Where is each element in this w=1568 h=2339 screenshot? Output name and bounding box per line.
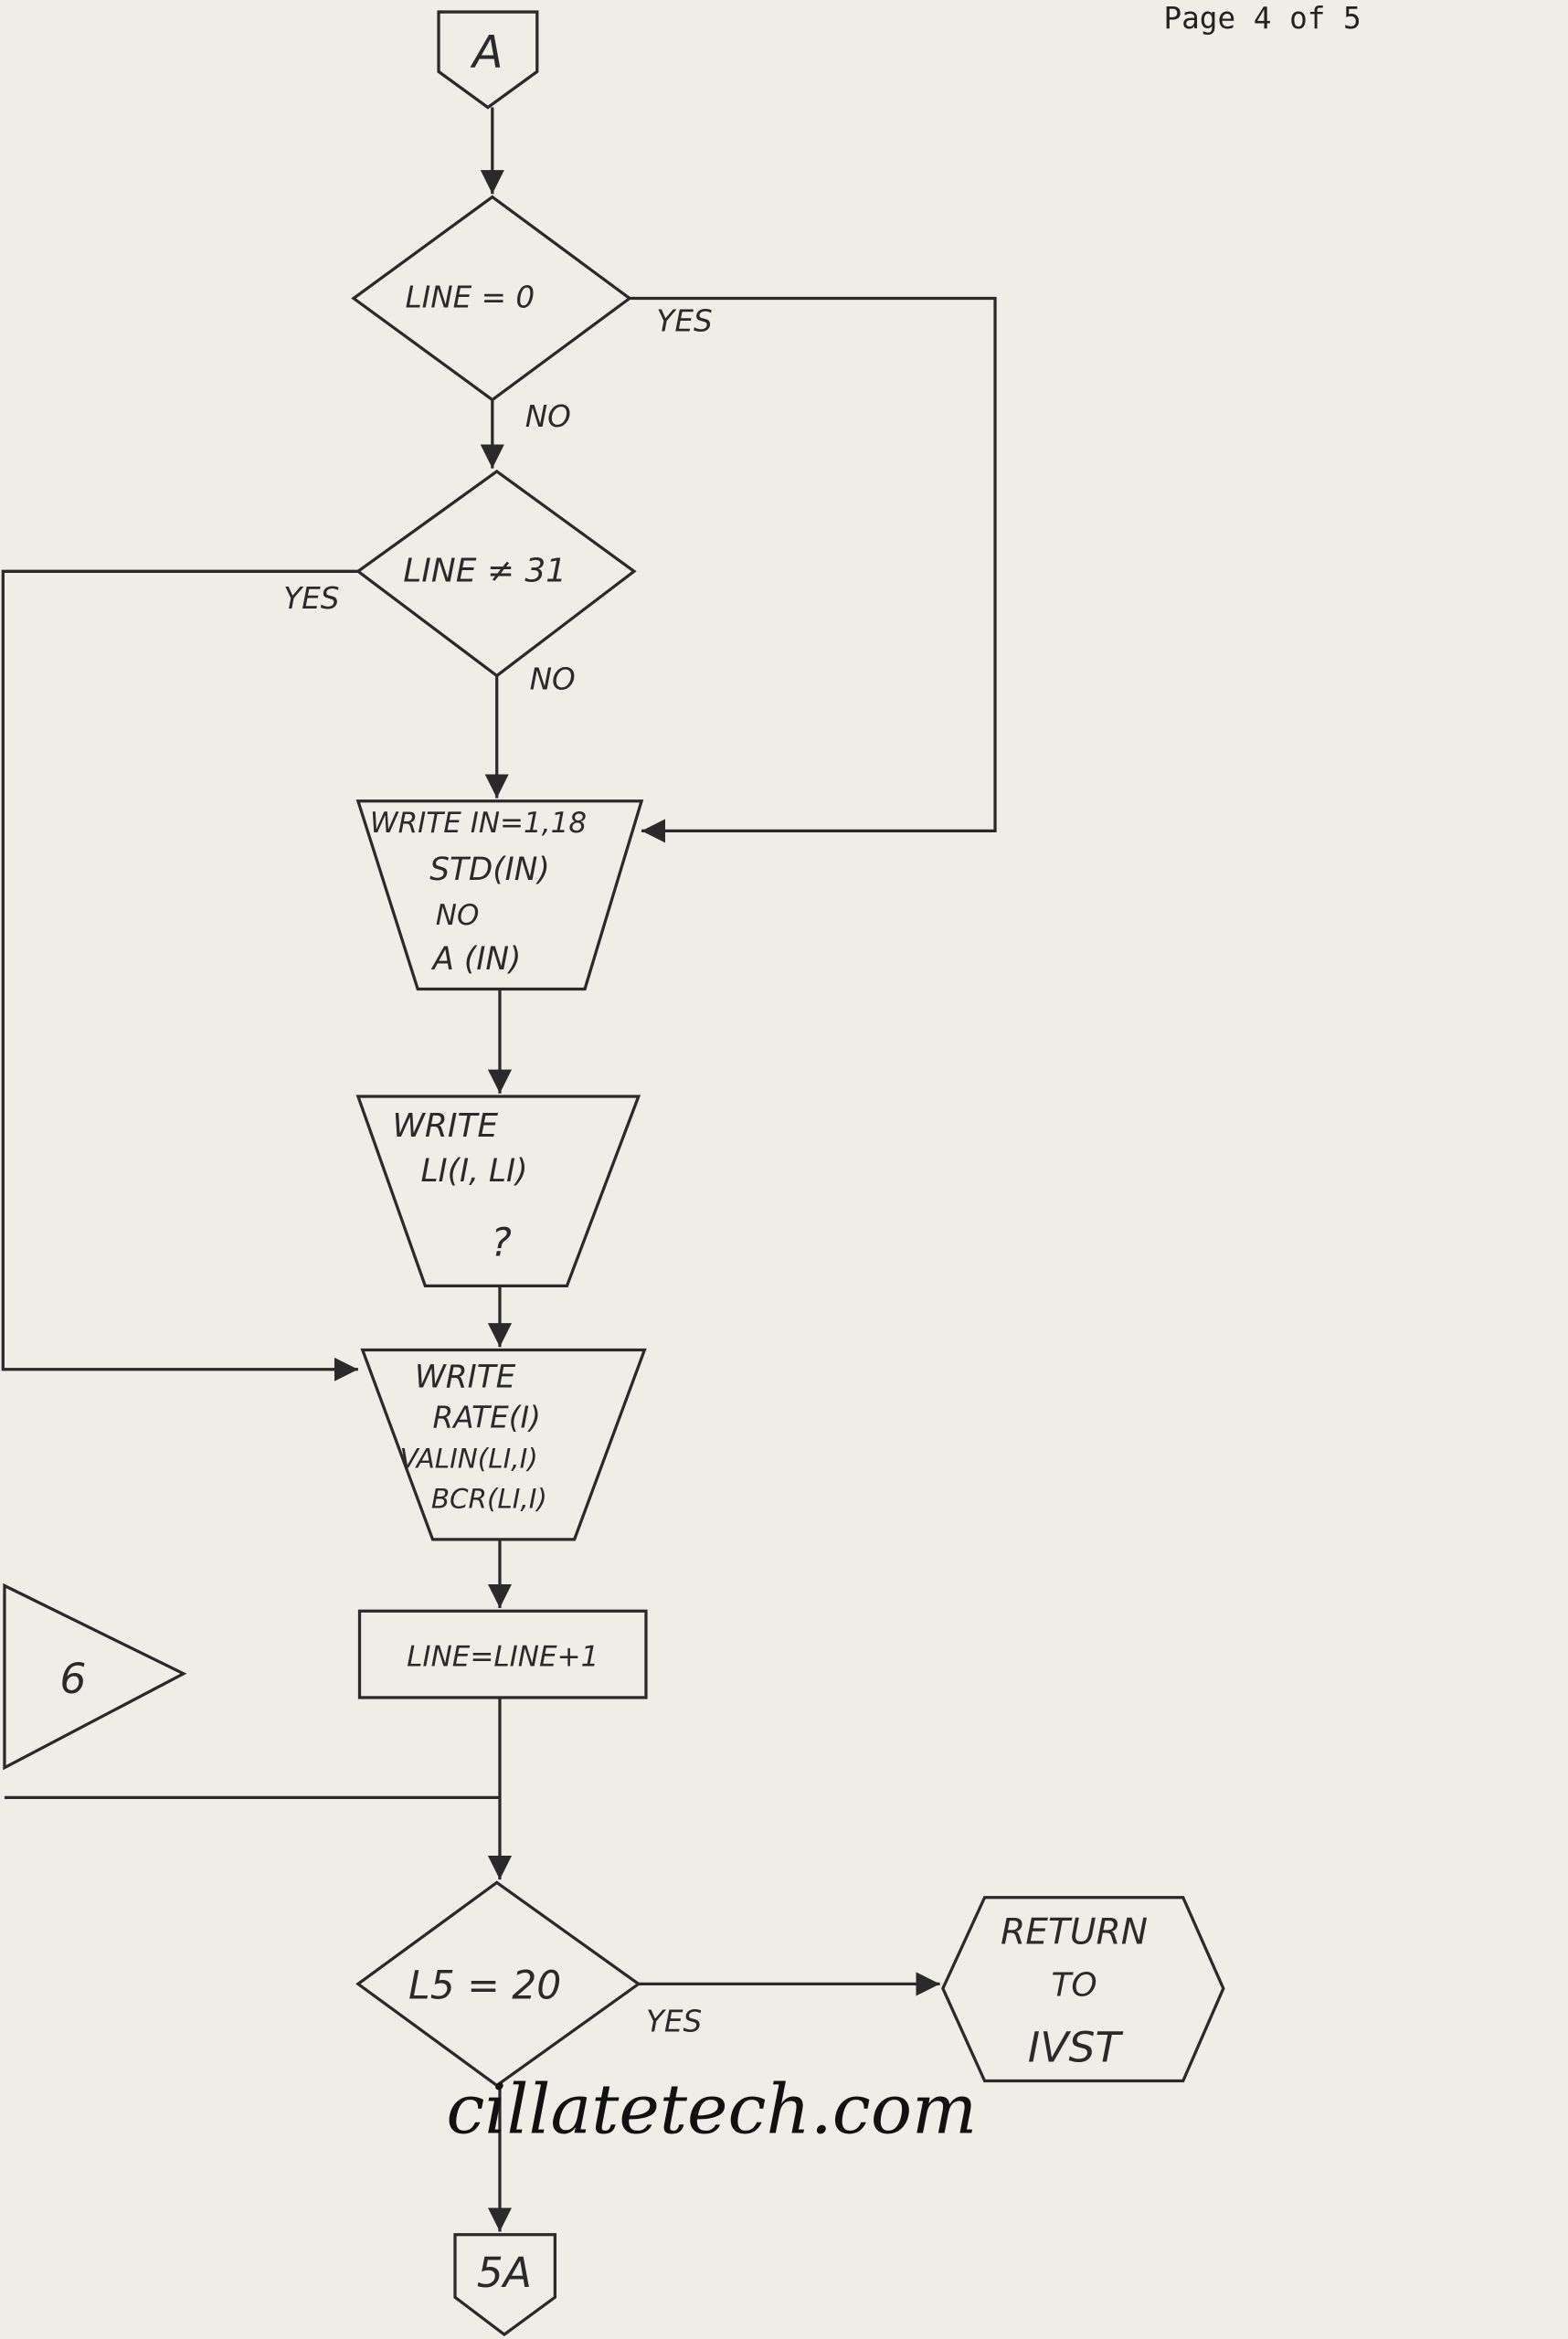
write-li-output: WRITE LI(I, LI) ?: [355, 1095, 641, 1287]
yes-path-1: [630, 296, 997, 843]
page-indicator: Page 4 of 5: [1164, 1, 1361, 36]
write-std-output: WRITE IN=1,18 STD(IN) NO A (IN): [355, 799, 644, 991]
watermark: cillatetech.com: [446, 2069, 977, 2150]
output-3-line: RATE(I): [433, 1400, 541, 1434]
terminal-line: RETURN: [1001, 1911, 1148, 1953]
output-1-line: A (IN): [431, 941, 522, 978]
output-1-line: STD(IN): [429, 852, 550, 888]
output-1-line: NO: [436, 899, 480, 932]
decision-line-not-31: LINE ≠ 31: [355, 469, 637, 678]
output-2-line: ?: [491, 1222, 512, 1266]
offpage-connector-label: 6: [59, 1655, 86, 1703]
decision-l5-20: L5 = 20: [355, 1880, 641, 2088]
decision-line-zero: LINE = 0: [351, 195, 632, 402]
yes-path-2: [1, 569, 358, 1381]
output-1-line: WRITE IN=1,18: [370, 807, 587, 840]
decision-1-no: NO: [525, 399, 571, 434]
decision-2-text: LINE ≠ 31: [403, 553, 567, 590]
terminal-line: IVST: [1028, 2023, 1124, 2071]
write-rate-output: WRITE RATE(I) VALIN(LI,I) BCR(LI,I): [360, 1348, 647, 1541]
decision-3-yes: YES: [646, 2005, 702, 2039]
return-to-ivst-terminal: RETURN TO IVST: [941, 1896, 1225, 2083]
decision-1-yes: YES: [656, 303, 712, 338]
decision-2-no: NO: [530, 661, 576, 696]
output-3-line: BCR(LI,I): [431, 1484, 547, 1515]
decision-1-text: LINE = 0: [405, 280, 535, 314]
output-2-line: LI(I, LI): [420, 1153, 527, 1190]
output-2-line: WRITE: [392, 1107, 498, 1145]
entry-connector: A: [437, 10, 539, 110]
decision-2-yes: YES: [283, 581, 339, 616]
offpage-connector-6: 6: [3, 1582, 187, 1771]
process-1-text: LINE=LINE+1: [407, 1641, 599, 1674]
increment-line-process: LINE=LINE+1: [357, 1609, 648, 1699]
decision-3-text: L5 = 20: [408, 1964, 561, 2009]
terminal-line: TO: [1051, 1966, 1097, 2004]
exit-connector-label: 5A: [477, 2249, 532, 2297]
output-3-line: VALIN(LI,I): [400, 1444, 538, 1475]
output-3-line: WRITE: [415, 1359, 516, 1395]
entry-connector-label: A: [470, 26, 503, 78]
exit-connector-5a: 5A: [453, 2233, 557, 2337]
